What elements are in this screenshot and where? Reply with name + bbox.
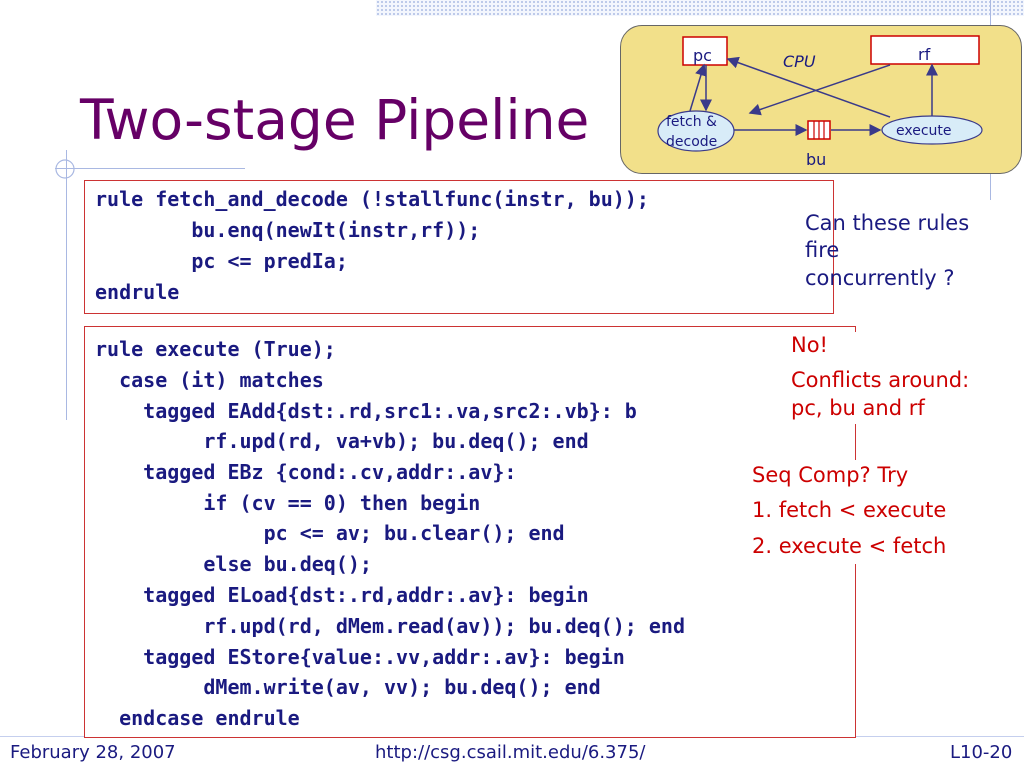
answer-note-line: Conflicts around: bbox=[791, 368, 970, 392]
template-top-rule bbox=[55, 168, 245, 169]
fetch-rule-code-box: rule fetch_and_decode (!stallfunc(instr,… bbox=[84, 180, 834, 314]
template-left-rule bbox=[66, 150, 67, 420]
code-line: tagged EStore{value:.vv,addr:.av}: begin bbox=[95, 645, 625, 669]
answer-note-line: No! bbox=[791, 333, 828, 357]
seq-note-line: Seq Comp? Try bbox=[752, 463, 909, 487]
template-circle-mark bbox=[55, 159, 75, 179]
pc-register-label: pc bbox=[693, 46, 712, 65]
execute-rule-code-box: rule execute (True); case (it) matches t… bbox=[84, 326, 856, 738]
question-note-line: fire bbox=[805, 238, 840, 262]
answer-note-line: pc, bu and rf bbox=[791, 396, 925, 420]
seq-note-line: 1. fetch < execute bbox=[752, 498, 947, 522]
footer-page-number: L10-20 bbox=[950, 742, 1013, 763]
rf-register-label: rf bbox=[918, 45, 931, 64]
code-line: tagged EBz {cond:.cv,addr:.av}: bbox=[95, 460, 517, 484]
fetch-decode-label-line1: fetch & bbox=[666, 114, 717, 130]
seq-note-line: 2. execute < fetch bbox=[752, 534, 947, 558]
code-line: rf.upd(rd, dMem.read(av)); bu.deq(); end bbox=[95, 614, 686, 638]
question-note-line: concurrently ? bbox=[805, 266, 955, 290]
answer-note-backdrop bbox=[786, 332, 1018, 424]
code-line: rule execute (True); bbox=[95, 337, 336, 361]
cpu-diagram-drawing bbox=[657, 35, 983, 152]
code-line: pc <= av; bu.clear(); end bbox=[95, 521, 565, 545]
header-dot-band bbox=[376, 0, 1024, 16]
code-line: tagged ELoad{dst:.rd,addr:.av}: begin bbox=[95, 583, 589, 607]
code-line: tagged EAdd{dst:.rd,src1:.va,src2:.vb}: … bbox=[95, 399, 637, 423]
code-line: pc <= predIa; bbox=[95, 249, 348, 273]
seq-note-backdrop bbox=[748, 460, 998, 564]
code-line: endcase endrule bbox=[95, 706, 300, 730]
code-line: case (it) matches bbox=[95, 368, 324, 392]
page-title: Two-stage Pipeline bbox=[80, 88, 590, 152]
execute-label: execute bbox=[896, 123, 952, 139]
question-note-line: Can these rules bbox=[805, 211, 970, 235]
footer-date: February 28, 2007 bbox=[10, 742, 176, 763]
footer-url[interactable]: http://csg.csail.mit.edu/6.375/ bbox=[375, 742, 646, 763]
code-line: else bu.deq(); bbox=[95, 552, 372, 576]
cpu-label: CPU bbox=[783, 52, 816, 71]
bu-label: bu bbox=[806, 150, 827, 169]
code-line: if (cv == 0) then begin bbox=[95, 491, 481, 515]
fetch-decode-label-line2: decode bbox=[666, 134, 718, 150]
code-line: rf.upd(rd, va+vb); bu.deq(); end bbox=[95, 429, 589, 453]
code-line: rule fetch_and_decode (!stallfunc(instr,… bbox=[95, 187, 649, 211]
code-line: dMem.write(av, vv); bu.deq(); end bbox=[95, 675, 601, 699]
code-line: endrule bbox=[95, 280, 180, 304]
code-line: bu.enq(newIt(instr,rf)); bbox=[95, 218, 481, 242]
